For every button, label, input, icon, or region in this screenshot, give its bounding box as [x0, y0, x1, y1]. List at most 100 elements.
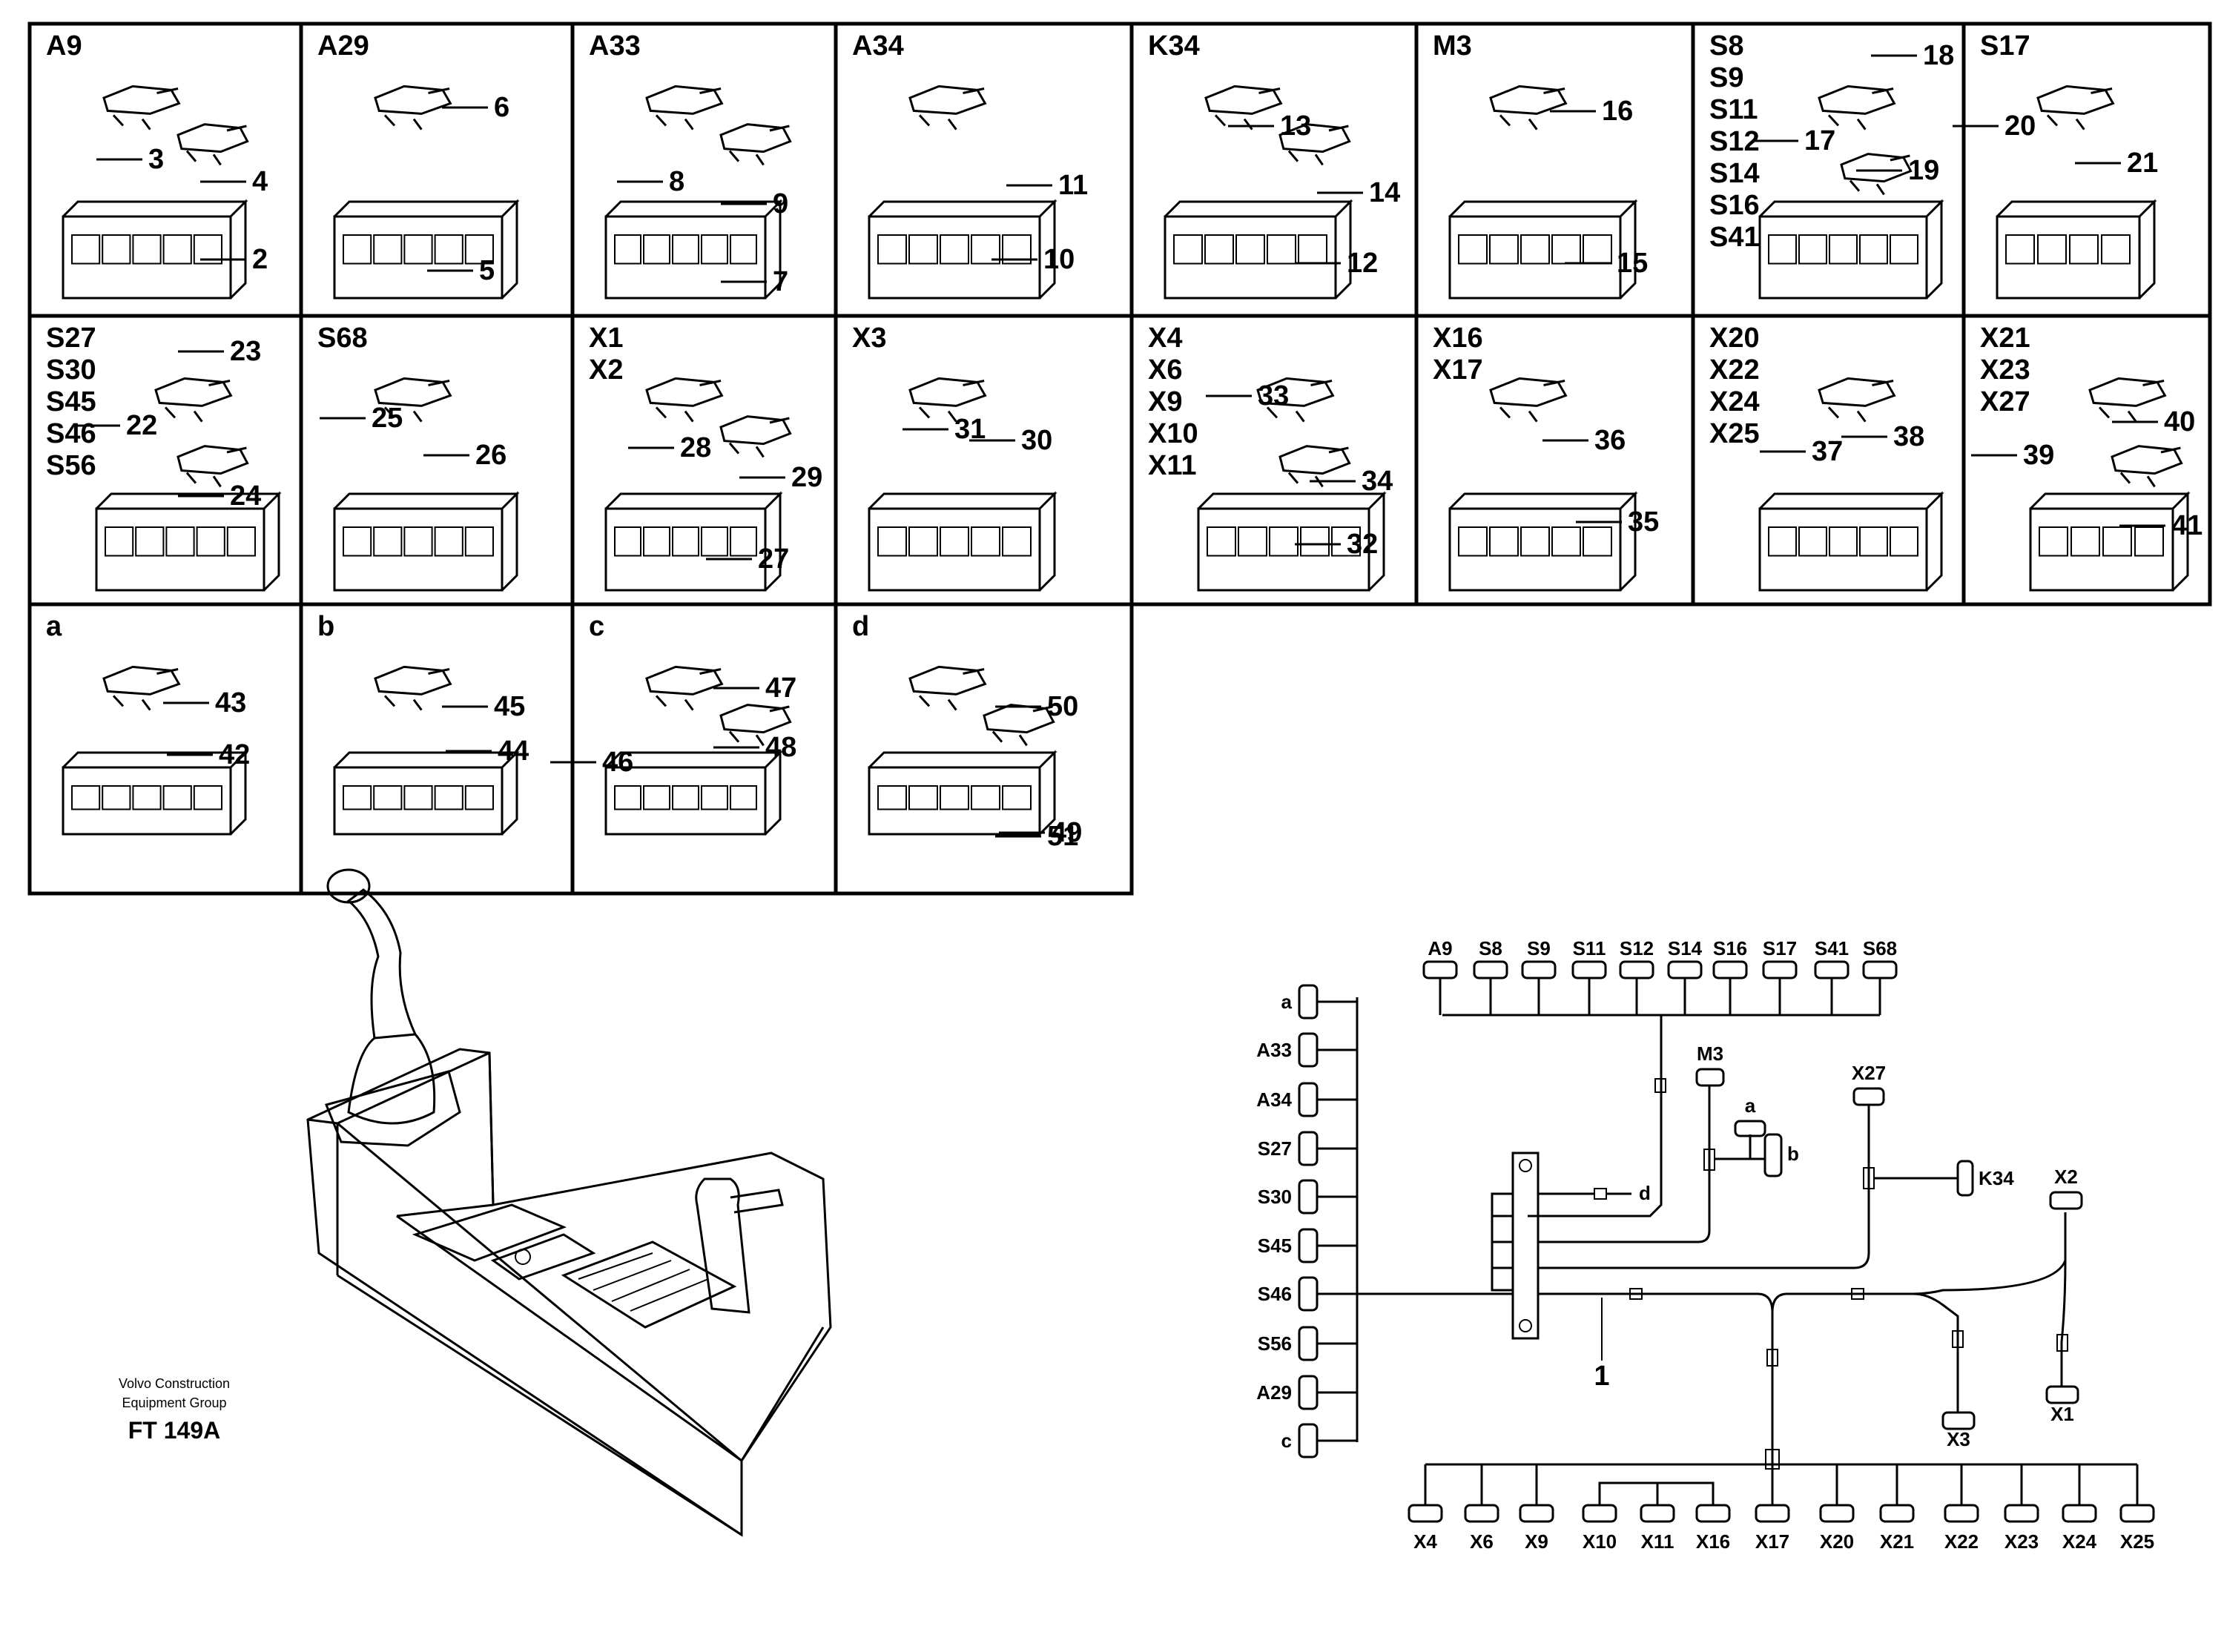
cell-title: X6 — [1148, 354, 1182, 386]
left-connector — [1298, 1082, 1319, 1117]
terminal-shape — [645, 377, 724, 423]
bottom-connector-label: X24 — [2062, 1530, 2097, 1553]
housing-cavity — [71, 234, 101, 265]
branch-label-x27: X27 — [1852, 1062, 1886, 1084]
part-callout: 24 — [230, 480, 261, 512]
housing-shape — [604, 750, 783, 836]
part-callout: 34 — [1362, 466, 1393, 497]
branch-label-x2: X2 — [2054, 1166, 2078, 1188]
terminal-shape — [102, 85, 181, 130]
part-callout: 28 — [680, 432, 711, 463]
lever-bracket — [695, 1177, 750, 1314]
branch-label-a: a — [1745, 1094, 1756, 1117]
cell-title: c — [589, 611, 604, 642]
housing-shape — [1758, 491, 1944, 592]
cell-title: X4 — [1148, 323, 1182, 354]
inline-connector — [1851, 1288, 1864, 1300]
part-callout: 5 — [479, 255, 495, 286]
inline-connector — [1766, 1349, 1778, 1367]
housing-cavity — [971, 785, 1000, 810]
terminal-shape — [1204, 85, 1283, 130]
cell-title: X1 — [589, 323, 623, 354]
housing-cavity — [614, 785, 641, 810]
part-callout: 39 — [2023, 440, 2054, 471]
housing-cavity — [403, 526, 433, 557]
terminal-shape — [719, 415, 792, 458]
housing-cavity — [1235, 234, 1265, 265]
bottom-connector-label: X22 — [1944, 1530, 1979, 1553]
terminal-shape — [154, 377, 233, 423]
part-callout: 6 — [494, 92, 509, 123]
cell-title: X27 — [1980, 386, 2030, 417]
terminal-shape — [176, 445, 249, 488]
inline-connector — [1654, 1078, 1666, 1093]
joystick-shaft — [346, 888, 417, 1039]
cell-title: S68 — [317, 323, 368, 354]
x3-connector — [1941, 1411, 1976, 1430]
housing-cavity — [1204, 234, 1234, 265]
bottom-connector — [2004, 1504, 2039, 1523]
left-connector-label: a — [1281, 991, 1293, 1013]
button-panel — [561, 1240, 737, 1329]
housing-cavity — [1551, 234, 1581, 265]
left-connector — [1298, 1375, 1319, 1410]
housing-cavity — [464, 785, 494, 810]
top-connector — [1521, 960, 1557, 979]
housing-cavity — [908, 526, 938, 557]
terminal-shape — [102, 665, 181, 711]
housing-shape — [1197, 491, 1387, 592]
housing-cavity — [701, 526, 728, 557]
housing-cavity — [908, 234, 938, 265]
top-connector-label: S16 — [1713, 937, 1747, 959]
housing-cavity — [1520, 234, 1550, 265]
housing-cavity — [1269, 526, 1299, 557]
part-callout: 7 — [773, 266, 788, 297]
grid-cell-border — [27, 602, 303, 896]
cell-title: S17 — [1980, 30, 2030, 62]
terminal-shape — [645, 665, 724, 711]
housing-cavity — [434, 234, 463, 265]
k34-connector — [1956, 1160, 1974, 1197]
grid-cell-border — [1961, 314, 2212, 607]
cell-title: X2 — [589, 354, 623, 386]
bottom-connector — [1519, 1504, 1554, 1523]
part-callout: 14 — [1369, 177, 1400, 208]
bottom-connector — [1582, 1504, 1617, 1523]
housing-cavity — [1300, 526, 1330, 557]
left-connector — [1298, 1326, 1319, 1361]
left-connector-label: S27 — [1258, 1137, 1292, 1160]
terminal-shape — [908, 85, 987, 130]
terminal-shape — [1278, 123, 1351, 166]
branch-label-x3: X3 — [1947, 1428, 1970, 1450]
top-connector — [1422, 960, 1458, 979]
part-callout: 46 — [602, 747, 633, 778]
cell-title: A29 — [317, 30, 369, 62]
part-callout: 22 — [126, 410, 157, 441]
terminal-shape — [1489, 377, 1568, 423]
bottom-connector — [2119, 1504, 2155, 1523]
cell-title: X10 — [1148, 418, 1198, 449]
housing-cavity — [877, 234, 907, 265]
inline-connector — [1629, 1288, 1643, 1300]
housing-cavity — [940, 526, 969, 557]
housing-cavity — [2134, 526, 2164, 557]
joystick-base-plate — [324, 1070, 461, 1147]
button-rows — [578, 1252, 709, 1312]
housing-cavity — [1890, 234, 1918, 265]
housing-cavity — [1551, 526, 1581, 557]
housing-shape — [1996, 199, 2157, 300]
housing-cavity — [1768, 526, 1797, 557]
cell-title: A9 — [46, 30, 82, 62]
bottom-connector — [1944, 1504, 1979, 1523]
housing-cavity — [614, 526, 641, 557]
cell-title: K34 — [1148, 30, 1200, 62]
bottom-connector-label: X9 — [1525, 1530, 1548, 1553]
console-body — [306, 1048, 832, 1537]
cell-title: S27 — [46, 323, 96, 354]
left-connector — [1298, 1276, 1319, 1312]
bottom-connector-label: X21 — [1880, 1530, 1914, 1553]
